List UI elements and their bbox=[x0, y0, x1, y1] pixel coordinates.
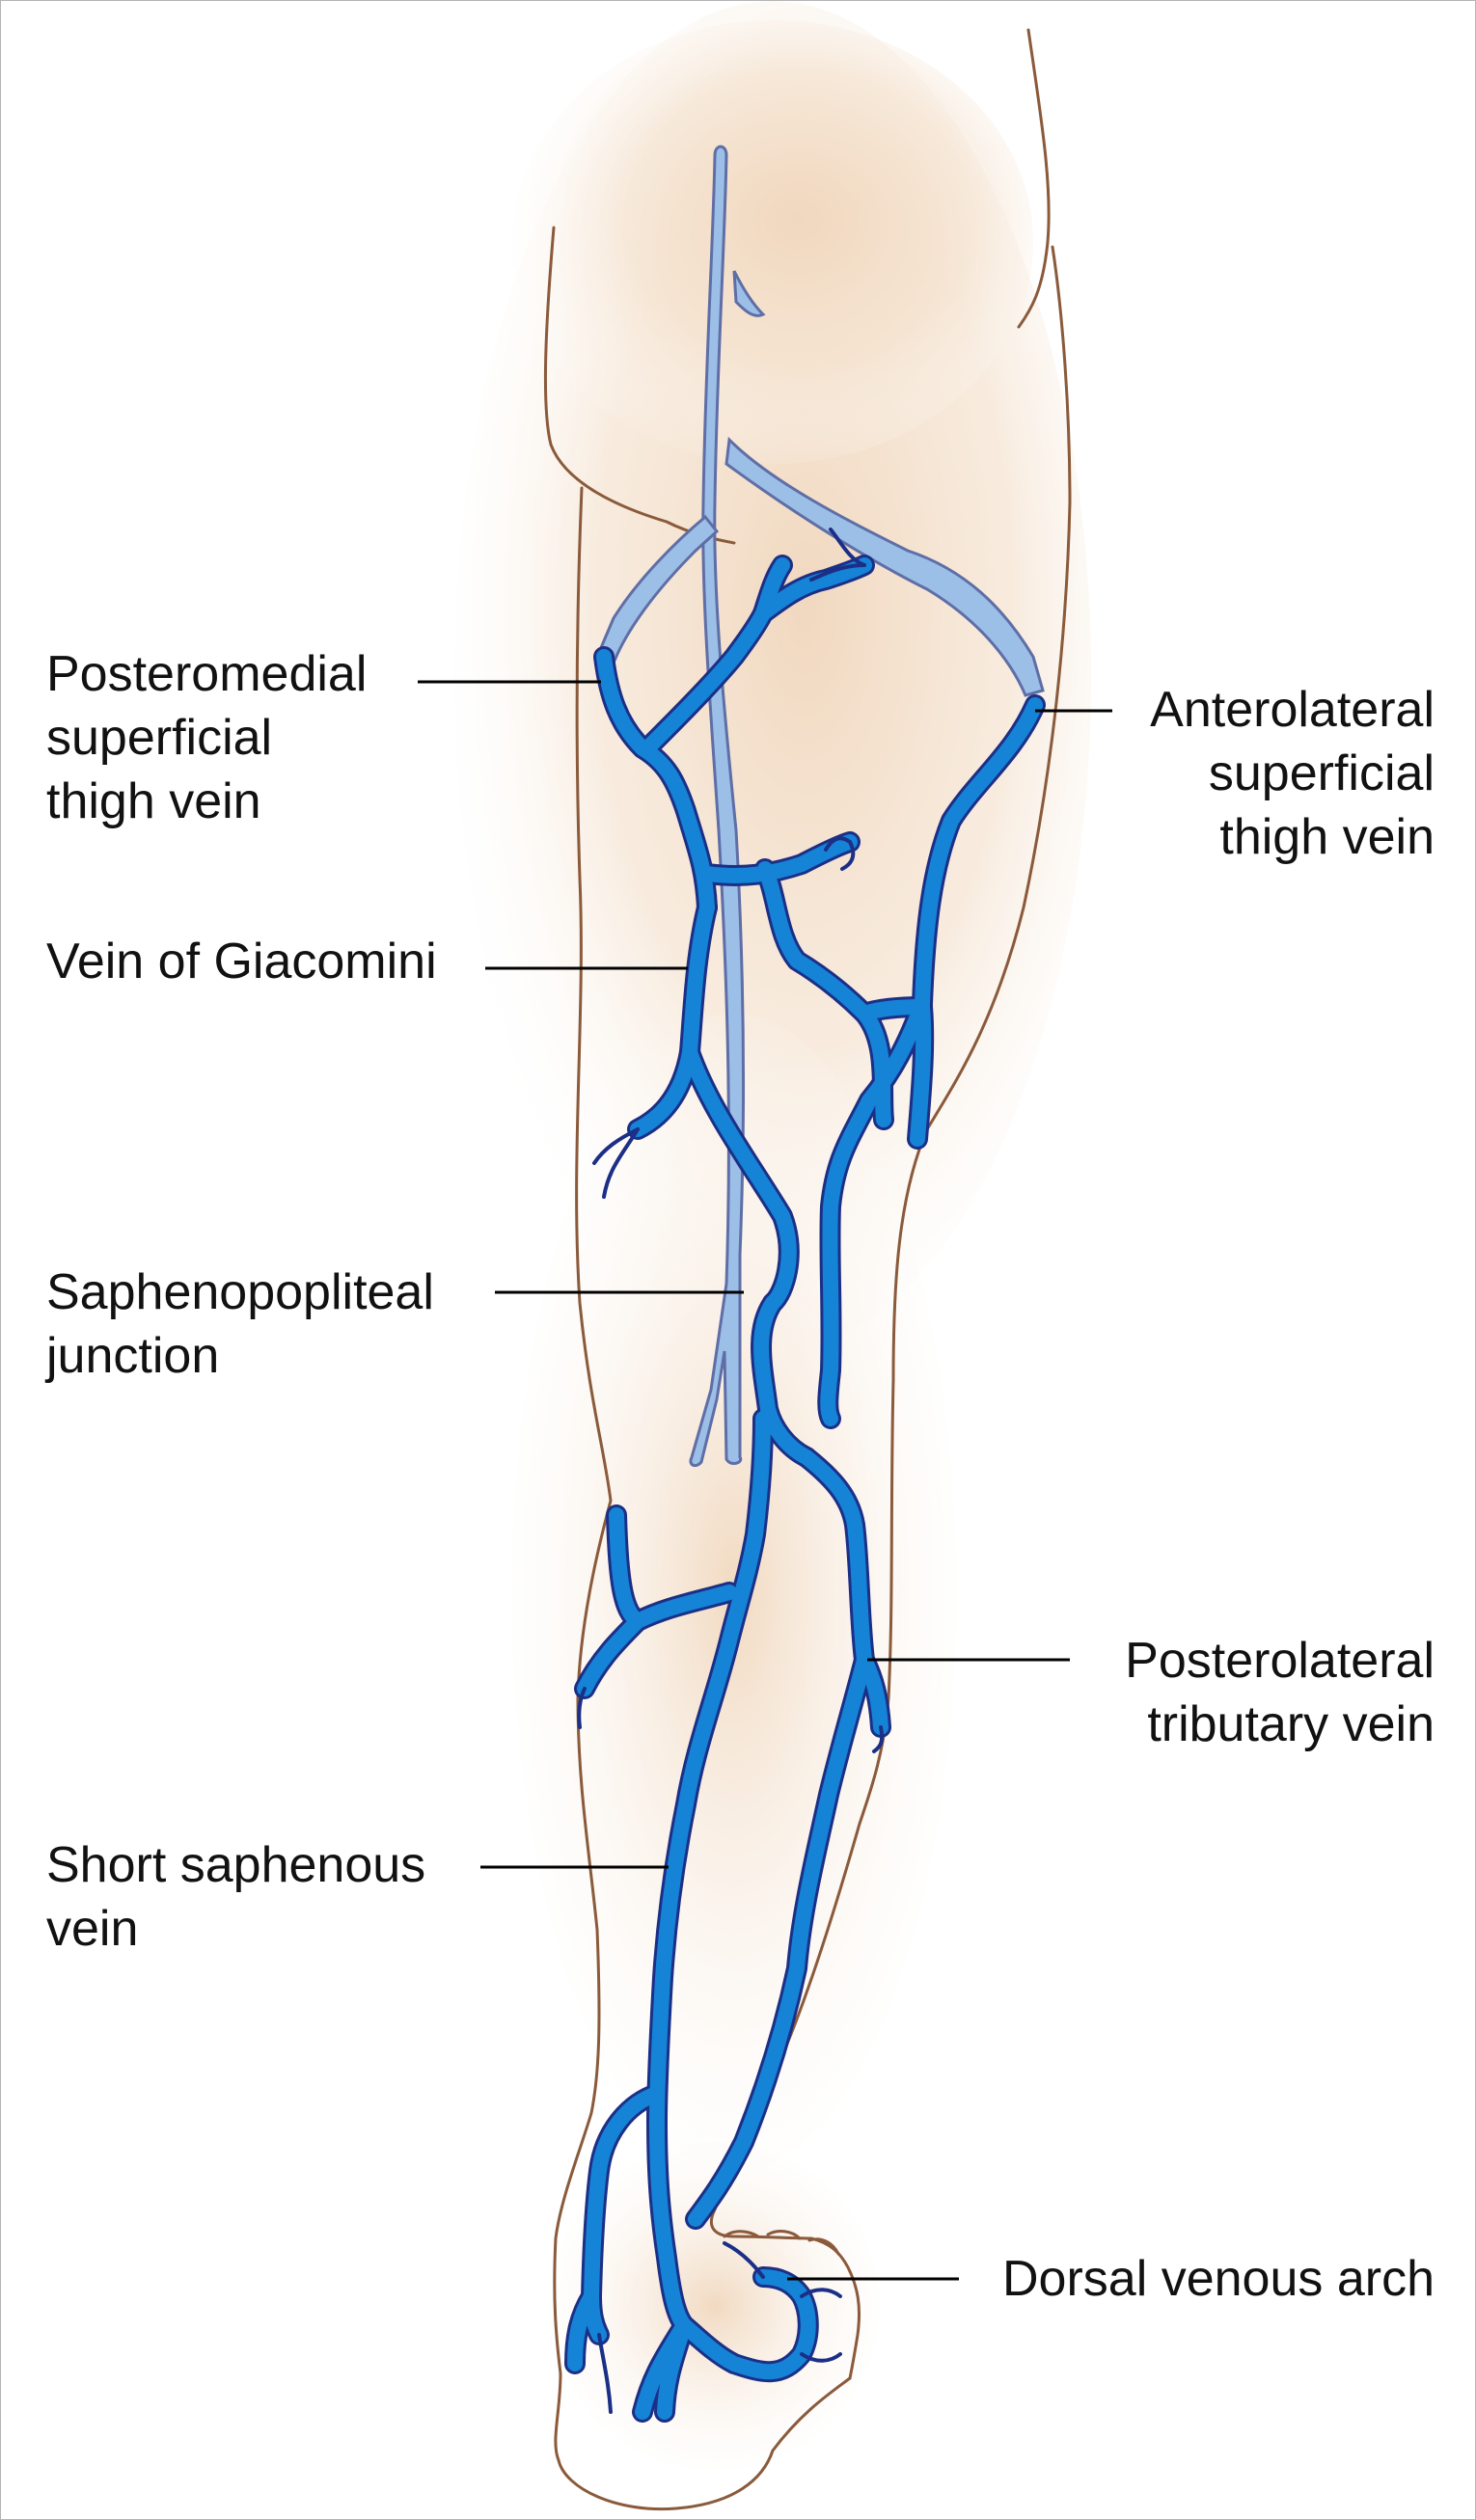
posteromedial-branch bbox=[640, 606, 771, 756]
posteromedial-upper-tributary bbox=[755, 557, 872, 621]
label-vein-of-giacomini: Vein of Giacomini bbox=[46, 934, 437, 989]
ankle-medial-branch bbox=[584, 2086, 665, 2343]
posterolateral-side-twig bbox=[857, 1652, 888, 1735]
posteromedial-superficial-thigh-vein bbox=[596, 649, 715, 915]
buttock-shading bbox=[512, 20, 1033, 464]
skin-shading bbox=[454, 1, 1091, 2470]
posteromedial-upper-twig bbox=[755, 557, 790, 621]
foot-top-contour bbox=[732, 2235, 861, 2380]
heel-contour bbox=[557, 2376, 852, 2511]
short-saphenous-vein bbox=[649, 1411, 771, 2333]
deep-vein-upper-branch bbox=[732, 270, 766, 317]
toe-contour bbox=[723, 2230, 840, 2256]
superficial-veins bbox=[564, 528, 1046, 2423]
anterolateral-superficial-thigh-vein bbox=[820, 697, 1043, 1426]
label-posterolateral-tributary-vein: Posterolateral tributary vein bbox=[1125, 1633, 1435, 1752]
mid-thigh-connector bbox=[757, 861, 891, 1127]
anterolateral-deep-limb bbox=[724, 436, 1045, 697]
label-short-saphenous-vein: Short saphenous vein bbox=[46, 1837, 426, 1957]
medial-leg-contour bbox=[553, 486, 613, 2462]
mid-thigh-tributary bbox=[699, 834, 858, 883]
calf-upper-twig bbox=[609, 1507, 645, 1629]
saphenopopliteal-loop bbox=[753, 1295, 814, 1465]
vein-twigs bbox=[577, 528, 885, 2414]
hip-right-contour bbox=[1017, 28, 1051, 329]
label-posteromedial-superficial-thigh-vein: Posteromedial superficial thigh vein bbox=[46, 646, 368, 829]
label-saphenopopliteal-junction: Saphenopopliteal junction bbox=[46, 1264, 434, 1384]
label-dorsal-venous-arch: Dorsal venous arch bbox=[1002, 2251, 1435, 2307]
heel-twig bbox=[567, 2289, 599, 2371]
posterolateral-tributary-vein bbox=[688, 1450, 872, 2227]
lateral-descending-branch bbox=[910, 999, 932, 1147]
leader-lines bbox=[418, 680, 1112, 2281]
giacomini-lower-course bbox=[682, 1044, 797, 1311]
heel-branch-b bbox=[657, 2317, 692, 2420]
foot-shading bbox=[551, 2142, 879, 2470]
thigh-crossing-vein bbox=[857, 999, 930, 1021]
label-anterolateral-superficial-thigh-vein: Anterolateral superficial thigh vein bbox=[1150, 682, 1435, 865]
